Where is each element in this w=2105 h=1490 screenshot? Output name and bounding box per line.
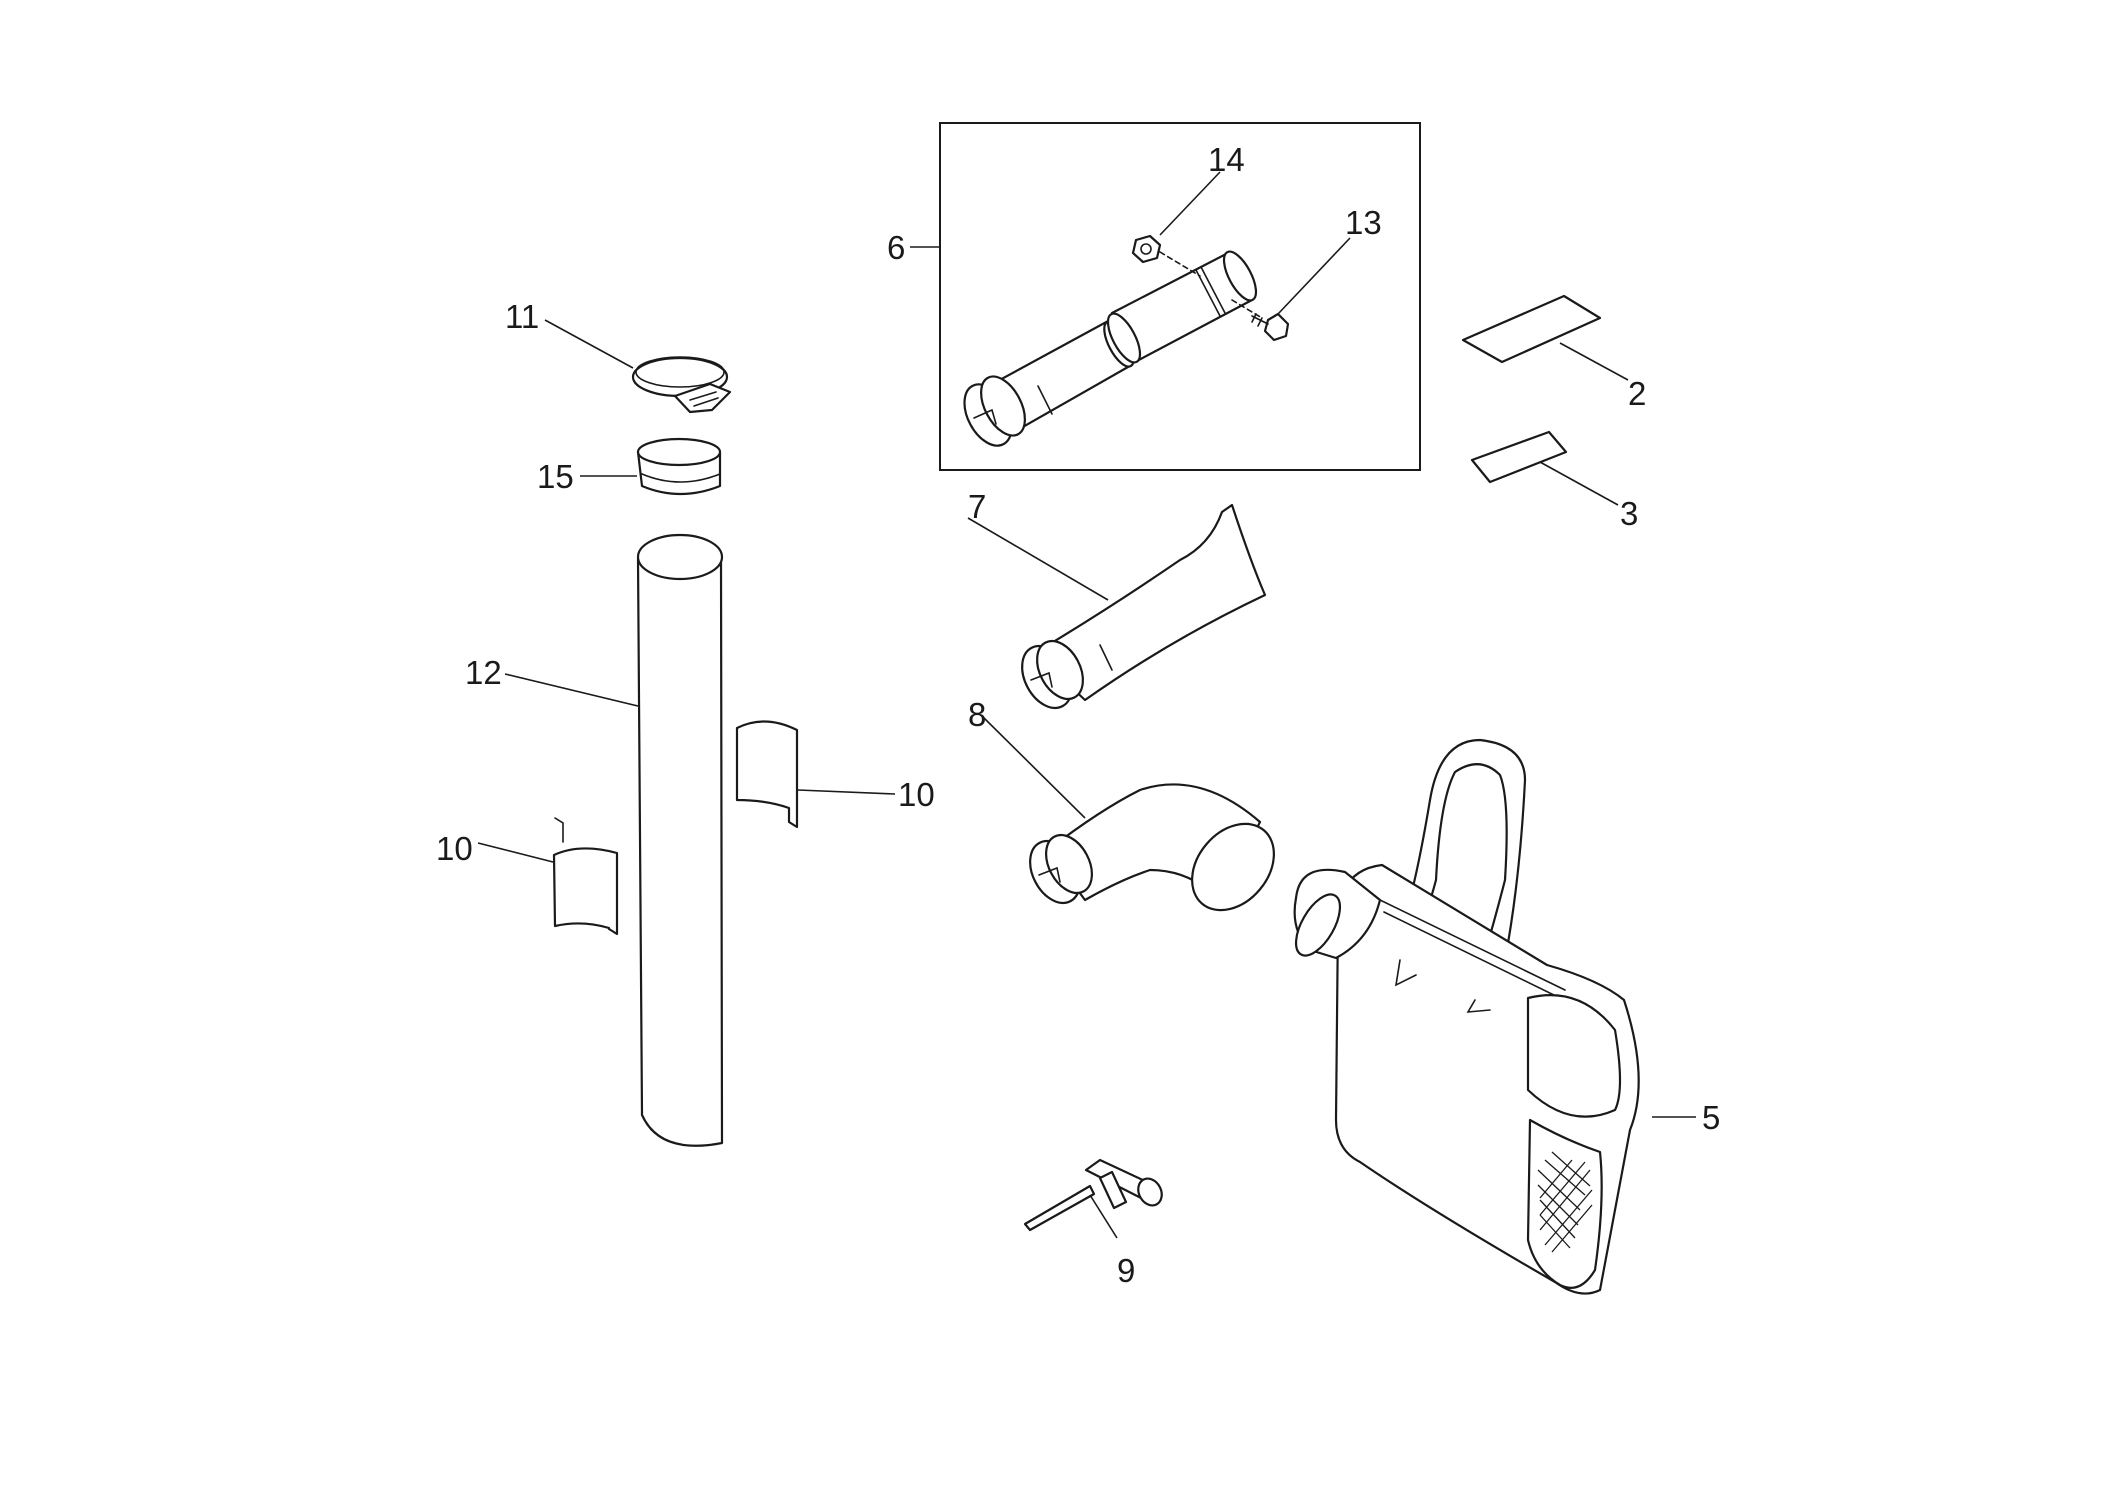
part-6-pipe-assembly[interactable] xyxy=(955,247,1263,454)
leader-14 xyxy=(1159,171,1221,236)
callout-10-right: 10 xyxy=(898,776,935,813)
callout-7: 7 xyxy=(968,488,986,525)
part-10-shield-left[interactable] xyxy=(552,817,619,936)
part-9-plug-wrench[interactable] xyxy=(1023,1158,1166,1232)
callout-3: 3 xyxy=(1620,495,1638,532)
leader-3 xyxy=(1539,461,1619,506)
kit-box-frame xyxy=(939,122,1421,471)
leader-10-right xyxy=(797,789,896,795)
callout-5: 5 xyxy=(1702,1099,1720,1136)
leader-7 xyxy=(967,517,1109,601)
callout-6: 6 xyxy=(887,229,905,266)
part-15-ring[interactable] xyxy=(636,437,722,496)
part-14-nut[interactable] xyxy=(1131,234,1201,277)
part-10-shield-right[interactable] xyxy=(735,720,799,829)
leader-2 xyxy=(1559,342,1629,381)
part-11-hose-clamp[interactable] xyxy=(631,356,732,414)
part-2-label[interactable] xyxy=(1461,294,1602,364)
part-7-flat-nozzle[interactable] xyxy=(1012,503,1267,716)
callout-14: 14 xyxy=(1208,141,1245,178)
leader-lines xyxy=(477,171,1696,1239)
part-3-label[interactable] xyxy=(1470,430,1568,484)
callout-12: 12 xyxy=(465,654,502,691)
callout-13: 13 xyxy=(1345,204,1382,241)
callout-11: 11 xyxy=(505,298,539,335)
callout-9: 9 xyxy=(1117,1252,1135,1289)
callout-10-left: 10 xyxy=(436,830,473,867)
leader-10-left xyxy=(477,842,554,863)
leader-12 xyxy=(504,673,639,707)
callout-2: 2 xyxy=(1628,375,1646,412)
leader-9 xyxy=(1089,1194,1118,1239)
callout-15: 15 xyxy=(537,458,574,495)
part-8-elbow[interactable] xyxy=(1020,783,1291,926)
part-5-collection-bag[interactable] xyxy=(1287,738,1640,1295)
part-12-straight-pipe[interactable] xyxy=(636,533,724,1147)
leader-8 xyxy=(982,716,1086,819)
leader-13 xyxy=(1277,237,1351,315)
leader-11 xyxy=(544,319,634,369)
callout-8: 8 xyxy=(968,696,986,733)
